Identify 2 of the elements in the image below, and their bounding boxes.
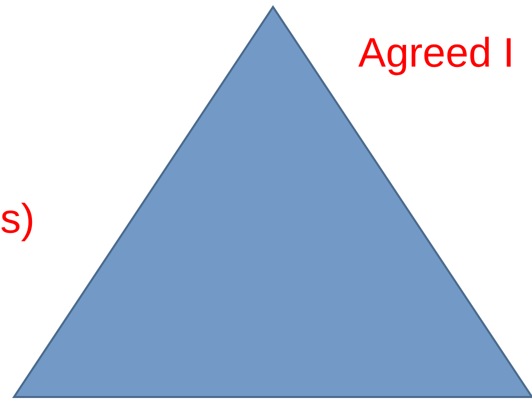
label-text: s)	[1, 202, 32, 242]
label-text: Agreed I	[358, 36, 511, 76]
